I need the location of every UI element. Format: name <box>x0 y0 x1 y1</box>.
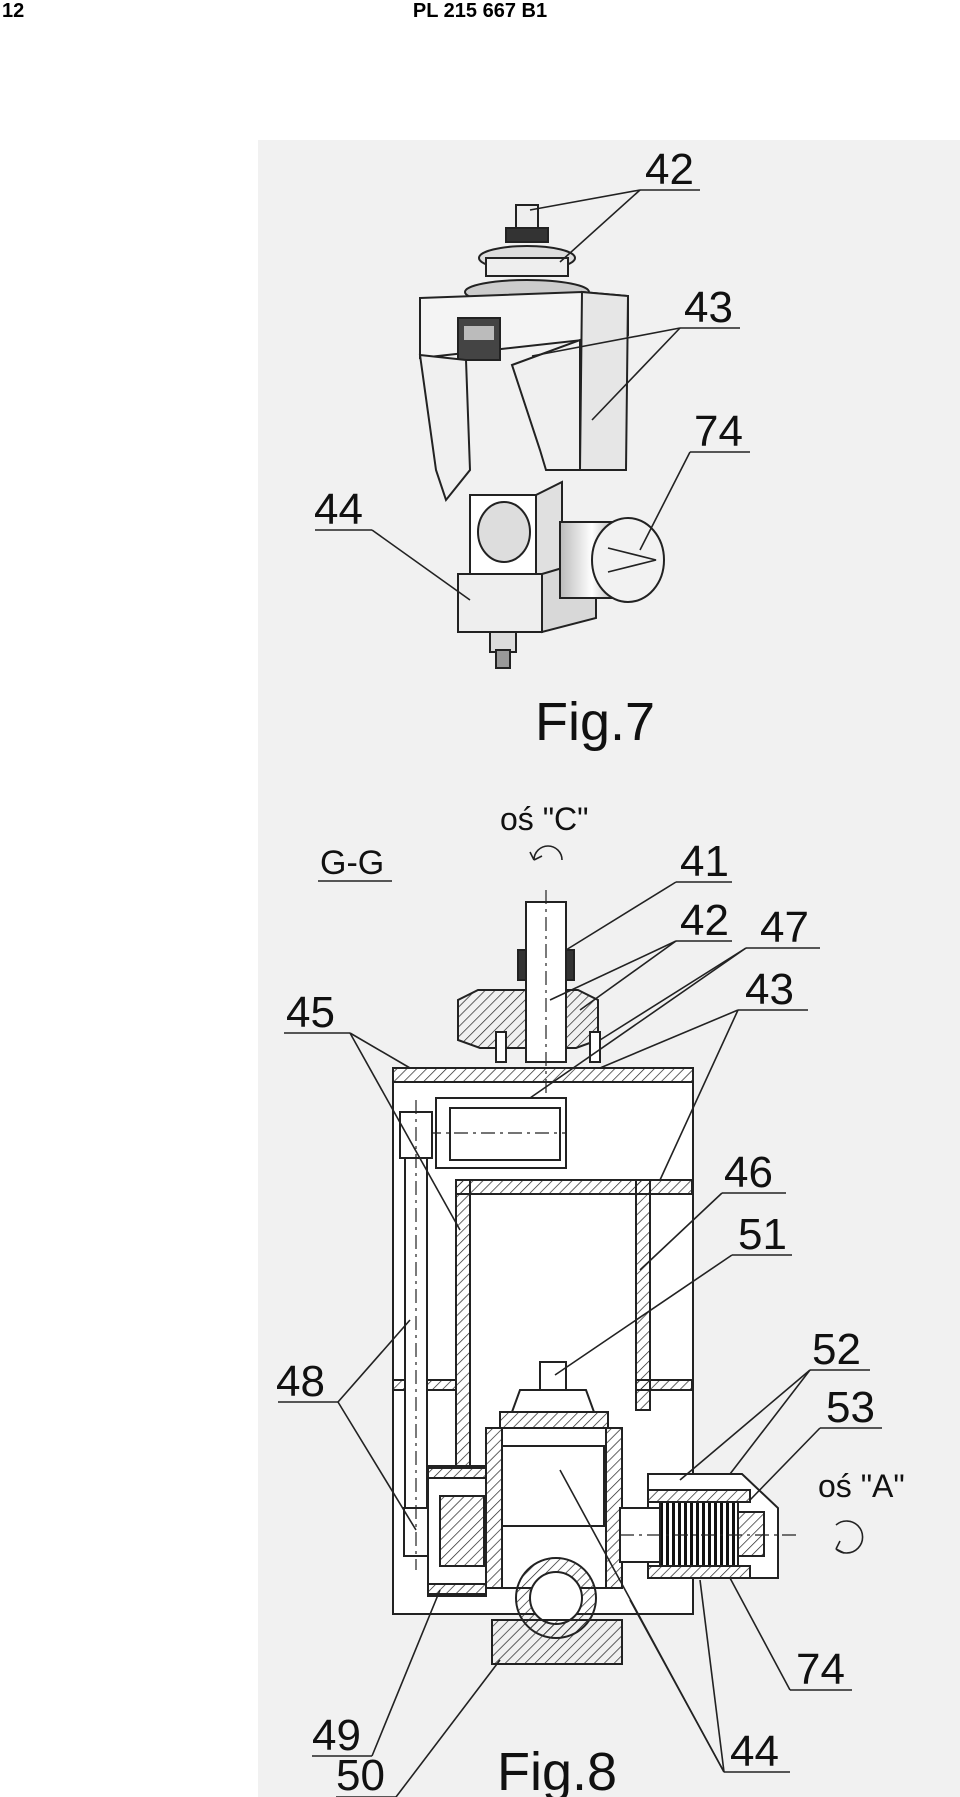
fig7-bearing-body <box>485 257 569 277</box>
fig8-labels: oś "C" G-G 41 42 47 43 45 46 51 52 53 48… <box>276 801 905 1797</box>
fig8-label-47: 47 <box>760 903 809 952</box>
axis-c-rotation-arrow <box>533 845 563 861</box>
axis-a-rotation-arrow <box>835 1520 864 1554</box>
fig7-collar <box>505 227 549 243</box>
fig7-head-block <box>457 573 543 633</box>
fig7-label-42: 42 <box>645 145 694 194</box>
fig8-label-49: 49 <box>312 1711 361 1760</box>
fig8-spindle-51 <box>539 1361 567 1391</box>
fig8-label-53: 53 <box>826 1383 875 1432</box>
fig7-drawing <box>418 204 665 669</box>
fig8-label-50: 50 <box>336 1751 385 1797</box>
fig8-label-52: 52 <box>812 1325 861 1374</box>
fig8-motor-winding <box>659 1501 739 1567</box>
patent-number: PL 215 667 B1 <box>412 0 548 22</box>
fig7-label-43: 43 <box>684 283 733 332</box>
fig8-label-48: 48 <box>276 1357 325 1406</box>
fig7-leg-right <box>510 338 581 471</box>
fig8-label-43: 43 <box>745 965 794 1014</box>
fig8-leaders <box>278 880 882 1797</box>
fig8-label-51: 51 <box>738 1210 787 1259</box>
fig7-gear-window <box>477 501 531 563</box>
fig8-base-50 <box>491 1619 623 1665</box>
fig7-label-44: 44 <box>314 485 363 534</box>
fig8-frame-right <box>635 1179 651 1411</box>
page-number: 12 <box>2 0 25 22</box>
fig8-gear-49 <box>439 1495 485 1567</box>
axis-c-label: oś "C" <box>500 801 589 837</box>
fig8-label-45: 45 <box>286 988 335 1037</box>
fig8-frame-top <box>455 1179 693 1195</box>
fig7-label-74: 74 <box>694 407 743 456</box>
fig8-caption: Fig.8 <box>497 1742 617 1797</box>
fig7-leg-left <box>418 353 472 503</box>
fig8-label-42: 42 <box>680 896 729 945</box>
section-label: G-G <box>320 844 384 882</box>
axis-a-label: oś "A" <box>818 1468 905 1504</box>
fig8-drawing <box>392 845 864 1665</box>
fig8-label-41: 41 <box>680 837 729 886</box>
fig8-top-plate <box>392 1067 694 1083</box>
fig8-label-74: 74 <box>796 1645 845 1694</box>
fig7-labels: 42 43 74 44 Fig.7 <box>314 145 743 752</box>
fig8-label-46: 46 <box>724 1148 773 1197</box>
fig7-housing-side <box>578 290 630 471</box>
fig8-label-44: 44 <box>730 1727 779 1776</box>
page-header: 12 PL 215 667 B1 <box>0 0 960 34</box>
fig7-caption: Fig.7 <box>535 692 655 752</box>
fig7-leaders <box>315 189 750 601</box>
